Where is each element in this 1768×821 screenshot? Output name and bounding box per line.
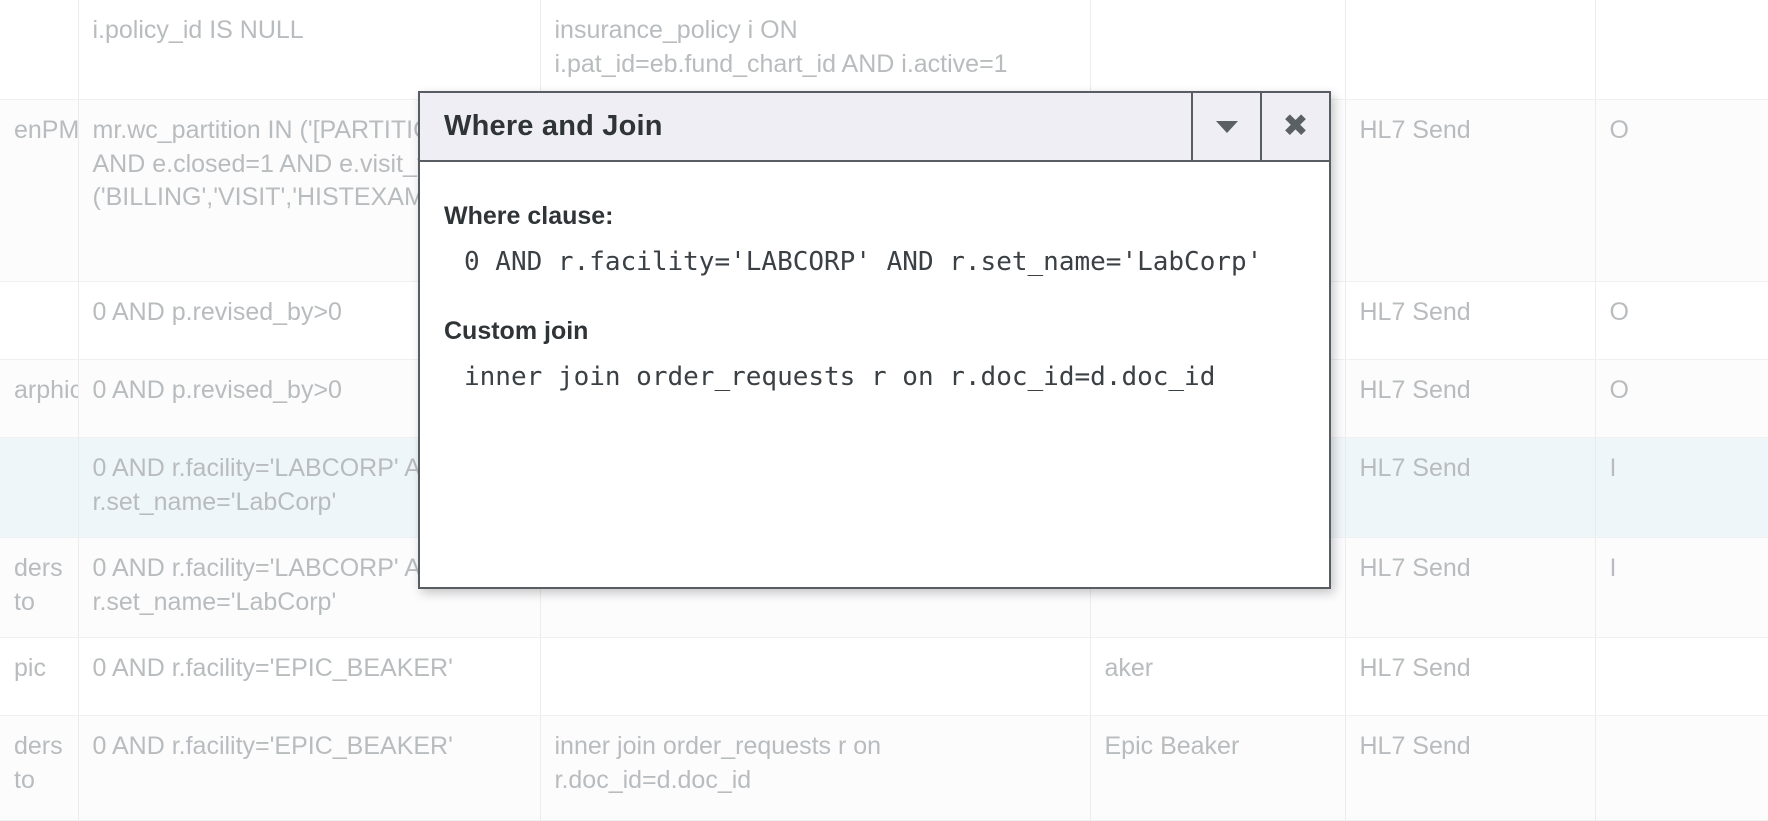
table-row[interactable]: pic 0 AND r.facility='EPIC_BEAKER' aker … <box>0 637 1768 716</box>
cell-action: HL7 Send <box>1345 437 1596 538</box>
dialog-title: Where and Join <box>444 110 663 142</box>
cell-interface: pic <box>0 637 79 716</box>
cell-interface: arphics <box>0 359 79 438</box>
cell-extra: I <box>1595 537 1768 638</box>
dialog-body: Where clause: 0 AND r.facility='LABCORP'… <box>420 162 1329 587</box>
cell-interface: enPM <box>0 99 79 282</box>
cell-join-clause: inner join order_requests r on r.doc_id=… <box>540 715 1091 821</box>
cell-extra: O <box>1595 359 1768 438</box>
where-and-join-dialog: Where and Join ✖ Where clause: 0 AND r.f… <box>418 91 1331 589</box>
cell-action: HL7 Send <box>1345 715 1596 821</box>
dialog-header: Where and Join ✖ <box>420 93 1329 162</box>
close-button[interactable]: ✖ <box>1260 93 1329 160</box>
cell-extra <box>1595 0 1768 100</box>
cell-where-clause: i.policy_id IS NULL <box>78 0 541 100</box>
cell-join-clause: insurance_policy i ON i.pat_id=eb.fund_c… <box>540 0 1091 100</box>
cell-action: HL7 Send <box>1345 537 1596 638</box>
table-row[interactable]: i.policy_id IS NULL insurance_policy i O… <box>0 0 1768 100</box>
table-row[interactable]: ders to 0 AND r.facility='EPIC_BEAKER' i… <box>0 715 1768 821</box>
custom-join-value[interactable]: inner join order_requests r on r.doc_id=… <box>464 362 1216 392</box>
cell-interface <box>0 281 79 360</box>
cell-interface <box>0 0 79 100</box>
cell-system <box>1090 0 1346 100</box>
cell-extra: I <box>1595 437 1768 538</box>
custom-join-label: Custom join <box>444 317 589 345</box>
cell-join-clause <box>540 637 1091 716</box>
cell-system: Epic Beaker <box>1090 715 1346 821</box>
chevron-down-icon <box>1215 120 1238 133</box>
cell-action: HL7 Send <box>1345 281 1596 360</box>
close-icon: ✖ <box>1282 108 1309 144</box>
where-clause-label: Where clause: <box>444 202 614 230</box>
cell-action: HL7 Send <box>1345 637 1596 716</box>
cell-action <box>1345 0 1596 100</box>
cell-extra <box>1595 637 1768 716</box>
cell-extra: O <box>1595 99 1768 282</box>
cell-action: HL7 Send <box>1345 359 1596 438</box>
cell-action: HL7 Send <box>1345 99 1596 282</box>
cell-where-clause: 0 AND r.facility='EPIC_BEAKER' <box>78 637 541 716</box>
cell-interface: ders to <box>0 537 79 638</box>
cell-where-clause: 0 AND r.facility='EPIC_BEAKER' <box>78 715 541 821</box>
cell-extra: O <box>1595 281 1768 360</box>
cell-system: aker <box>1090 637 1346 716</box>
collapse-button[interactable] <box>1191 93 1260 160</box>
cell-interface <box>0 437 79 538</box>
cell-extra <box>1595 715 1768 821</box>
where-clause-value[interactable]: 0 AND r.facility='LABCORP' AND r.set_nam… <box>464 247 1263 277</box>
cell-interface: ders to <box>0 715 79 821</box>
